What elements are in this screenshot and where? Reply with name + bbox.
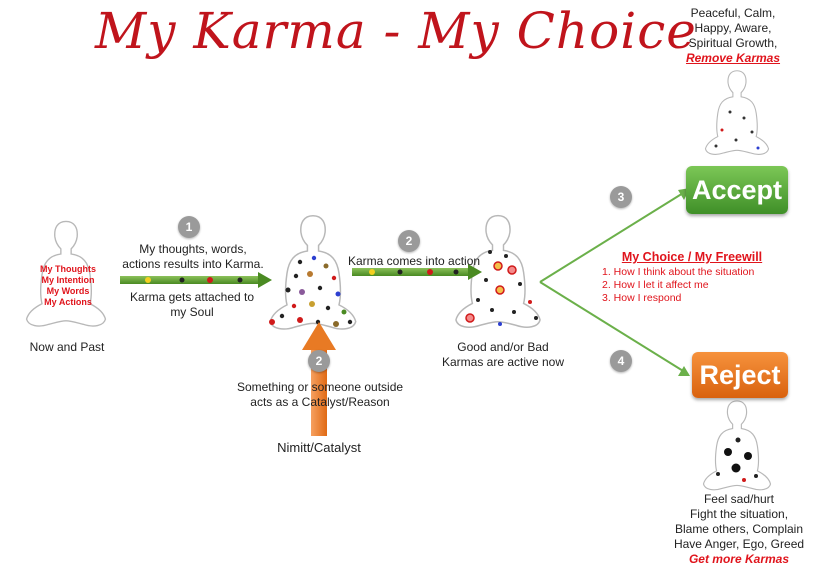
reject-result: Get more Karmas xyxy=(688,552,790,566)
step1-line: my Soul xyxy=(170,305,214,319)
choice-panel: My Choice / My Freewill 1. How I think a… xyxy=(592,250,792,305)
step1-caption-below: Karma gets attached to my Soul xyxy=(122,290,262,320)
karma-dots-peaceful xyxy=(714,110,760,150)
step-badge-3: 3 xyxy=(610,186,632,208)
active-caption-line: Karmas are active now xyxy=(441,355,565,369)
karma-source-item: My Actions xyxy=(44,297,92,307)
karma-action-arrow xyxy=(352,264,482,280)
reject-outcome-line: Fight the situation, xyxy=(689,507,789,521)
step-badge-1: 1 xyxy=(178,216,200,238)
step-badge-2-action: 2 xyxy=(398,230,420,252)
choice-heading: My Choice / My Freewill xyxy=(621,250,763,264)
accept-result: Remove Karmas xyxy=(685,51,781,65)
catalyst-label: Nimitt/Catalyst xyxy=(277,440,361,455)
catalyst-description: Something or someone outside acts as a C… xyxy=(222,380,418,410)
meditator-figure-troubled xyxy=(702,400,772,491)
choice-item: 1. How I think about the situation xyxy=(602,266,755,278)
karma-attach-arrow xyxy=(120,272,272,288)
step1-line: actions results into Karma. xyxy=(122,257,264,271)
choice-item: 3. How I respond xyxy=(602,292,682,304)
choice-item: 2. How I let it affect me xyxy=(602,279,709,291)
catalyst-line: Something or someone outside xyxy=(236,380,404,394)
step-badge-4: 4 xyxy=(610,350,632,372)
karma-dots-active xyxy=(465,250,538,326)
accept-button[interactable]: Accept xyxy=(686,166,788,214)
step1-line: My thoughts, words, xyxy=(139,242,247,256)
accept-outcome: Peaceful, Calm, Happy, Aware, Spiritual … xyxy=(666,6,800,66)
personal-karma-sources: My Thoughts My Intention My Words My Act… xyxy=(30,264,106,308)
accept-outcome-line: Happy, Aware, xyxy=(694,21,772,35)
active-caption-line: Good and/or Bad xyxy=(457,340,549,354)
karma-source-item: My Thoughts xyxy=(40,264,96,274)
step1-line: Karma gets attached to xyxy=(129,290,255,304)
catalyst-line: acts as a Catalyst/Reason xyxy=(250,395,390,409)
karma-dots-center xyxy=(269,255,353,327)
karma-action-caption: Karma comes into action xyxy=(348,254,481,268)
accept-outcome-line: Peaceful, Calm, xyxy=(690,6,776,20)
page-title: My Karma - My Choice xyxy=(95,2,697,60)
step-badge-2-catalyst: 2 xyxy=(308,350,330,372)
accept-outcome-line: Spiritual Growth, xyxy=(688,36,778,50)
choice-list: 1. How I think about the situation 2. Ho… xyxy=(592,266,792,305)
reject-button[interactable]: Reject xyxy=(692,352,788,398)
karma-source-item: My Intention xyxy=(41,275,95,285)
active-karmas-caption: Good and/or Bad Karmas are active now xyxy=(438,340,568,370)
step1-caption-above: My thoughts, words, actions results into… xyxy=(118,242,268,272)
catalyst-arrow xyxy=(302,322,336,436)
reject-outcome: Feel sad/hurt Fight the situation, Blame… xyxy=(664,492,814,567)
branch-arrows xyxy=(539,189,689,375)
reject-outcome-line: Feel sad/hurt xyxy=(703,492,775,506)
reject-outcome-line: Blame others, Complain xyxy=(674,522,804,536)
meditator-figure-peaceful xyxy=(704,70,770,156)
karma-source-item: My Words xyxy=(46,286,90,296)
now-and-past-caption: Now and Past xyxy=(29,340,105,354)
reject-outcome-line: Have Anger, Ego, Greed xyxy=(673,537,805,551)
karma-dots-troubled xyxy=(716,437,758,482)
